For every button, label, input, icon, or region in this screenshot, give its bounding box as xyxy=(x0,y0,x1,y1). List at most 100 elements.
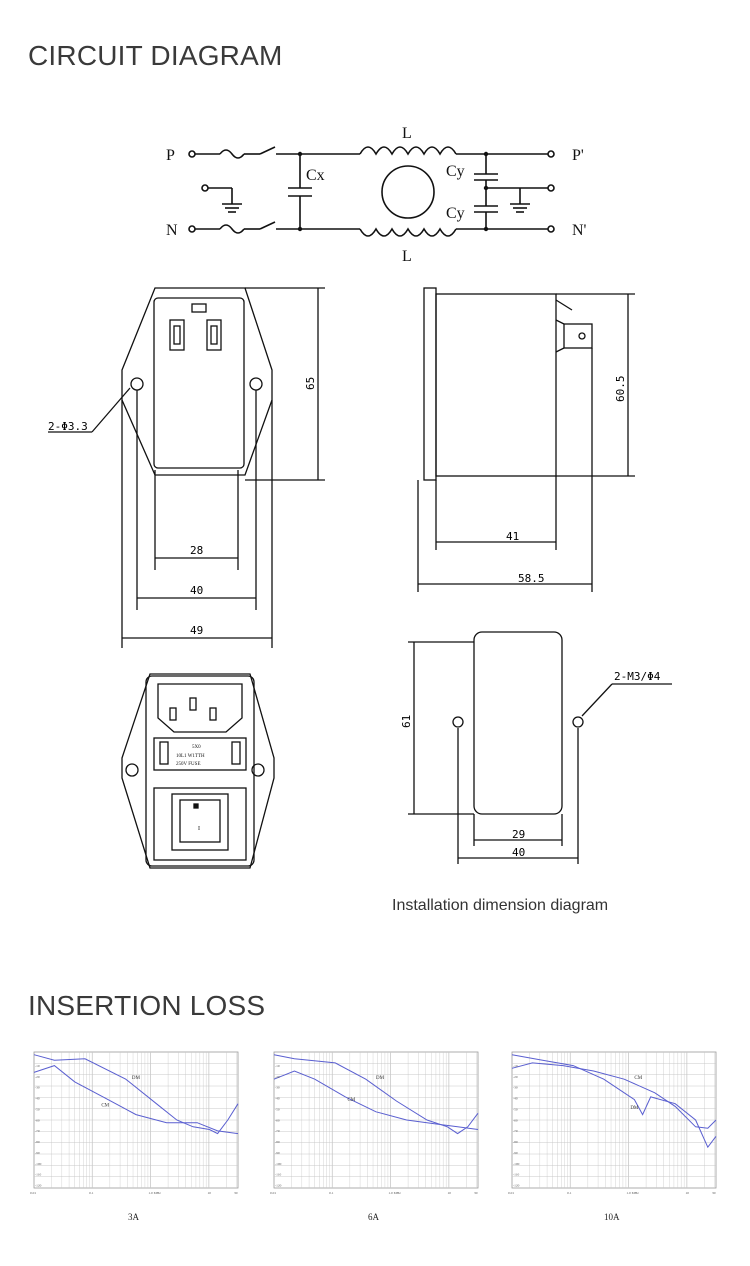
dm-curve xyxy=(273,1054,479,1135)
y-tick-label: -20 xyxy=(35,1075,40,1079)
x-tick-label: 30 xyxy=(712,1191,716,1195)
y-tick-label: -30 xyxy=(513,1086,518,1090)
y-tick-label: -90 xyxy=(513,1151,518,1155)
dim-side-height: 60.5 xyxy=(614,376,627,403)
y-tick-label: -40 xyxy=(35,1097,40,1101)
y-tick-label: -40 xyxy=(275,1097,280,1101)
y-tick-label: -70 xyxy=(275,1129,280,1133)
x-tick-label: 10 xyxy=(207,1191,211,1195)
label-n-out: N' xyxy=(572,222,587,239)
y-tick-label: -30 xyxy=(35,1086,40,1090)
fuse-text-1: 5X0 xyxy=(192,745,201,750)
front-view-drawing: 65 28 40 49 2-Φ3.3 xyxy=(48,287,325,648)
installation-caption: Installation dimension diagram xyxy=(392,897,609,914)
dm-label: DM xyxy=(132,1076,141,1081)
y-tick-label: -80 xyxy=(513,1140,518,1144)
x-tick-label: 1.0 MHz xyxy=(388,1191,401,1195)
y-tick-label: -120 xyxy=(275,1184,282,1188)
label-l-bottom: L xyxy=(402,248,412,265)
y-tick-label: -40 xyxy=(513,1097,518,1101)
x-tick-label: 10 xyxy=(685,1191,689,1195)
y-tick-label: -100 xyxy=(35,1162,42,1166)
y-tick-label: -50 xyxy=(35,1107,40,1111)
y-tick-label: -90 xyxy=(275,1151,280,1155)
y-tick-label: -20 xyxy=(513,1075,518,1079)
dim-bottom-spacing: 40 xyxy=(512,846,525,859)
y-tick-label: -110 xyxy=(275,1173,282,1177)
x-tick-label: 30 xyxy=(234,1191,238,1195)
chart-6a: DM CM -10 -20 -30 -40 -50 -60 -70 -80 -90 -100 -110… xyxy=(270,1051,479,1222)
x-tick-label: 0.1 xyxy=(567,1191,572,1195)
cm-label: CM xyxy=(634,1076,642,1081)
x-tick-label: 0.01 xyxy=(270,1191,276,1195)
chart-3a-caption: 3A xyxy=(128,1212,140,1222)
y-tick-label: -50 xyxy=(275,1107,280,1111)
y-tick-label: -80 xyxy=(35,1140,40,1144)
chart-3a: DM CM -10 -20 -30 -40 -50 -60 -70 -80 -90 -100 -110… xyxy=(30,1051,239,1222)
y-tick-label: -10 xyxy=(513,1064,518,1068)
x-tick-label: 0.1 xyxy=(329,1191,334,1195)
dim-flange-width: 49 xyxy=(190,624,203,637)
label-cx: Cx xyxy=(306,167,325,184)
y-tick-label: -70 xyxy=(513,1129,518,1133)
x-tick-label: 0.01 xyxy=(508,1191,514,1195)
bottom-view-drawing: 61 29 40 2-M3/Φ4 xyxy=(400,631,672,864)
dim-total-depth: 58.5 xyxy=(518,572,545,585)
circuit-schematic: P N P' N' L L Cx Cy Cy xyxy=(166,125,587,265)
label-cy-bottom: Cy xyxy=(446,205,465,222)
dim-bottom-height: 61 xyxy=(400,715,413,728)
y-tick-label: -70 xyxy=(35,1129,40,1133)
y-tick-label: -110 xyxy=(513,1173,520,1177)
dm-curve xyxy=(33,1054,239,1135)
cm-label: CM xyxy=(101,1103,109,1108)
dim-hole-front: 2-Φ3.3 xyxy=(48,420,88,433)
cm-curve xyxy=(511,1062,717,1129)
insertion-loss-title: INSERTION LOSS xyxy=(28,990,266,1021)
dim-hole-spacing: 40 xyxy=(190,584,203,597)
x-tick-label: 0.1 xyxy=(89,1191,94,1195)
y-tick-label: -10 xyxy=(35,1064,40,1068)
y-tick-label: -30 xyxy=(275,1086,280,1090)
y-tick-label: -80 xyxy=(275,1140,280,1144)
fuse-text-3: 250V FUSE xyxy=(176,762,201,767)
label-cy-top: Cy xyxy=(446,163,465,180)
x-tick-label: 1.0 MHz xyxy=(148,1191,161,1195)
chart-10a-caption: 10A xyxy=(604,1212,620,1222)
side-view-drawing: 60.5 41 58.5 xyxy=(417,287,635,592)
dim-mount-hole: 2-M3/Φ4 xyxy=(614,670,661,683)
y-tick-label: -60 xyxy=(35,1118,40,1122)
y-tick-label: -50 xyxy=(513,1107,518,1111)
dm-label: DM xyxy=(376,1076,385,1081)
cm-curve xyxy=(33,1065,239,1135)
y-tick-label: -10 xyxy=(275,1064,280,1068)
y-tick-label: -60 xyxy=(513,1118,518,1122)
fuse-text-2: 10L1 W1TTH xyxy=(176,754,205,759)
dim-body-depth: 41 xyxy=(506,530,519,543)
x-tick-label: 30 xyxy=(474,1191,478,1195)
dim-height-front: 65 xyxy=(304,377,317,390)
dm-curve xyxy=(511,1054,717,1149)
front-panel-drawing: 5X0 10L1 W1TTH 250V FUSE I xyxy=(121,673,275,869)
chart-10a: DM CM -10 -20 -30 -40 -50 -60 -70 -80 -90 -100 -110… xyxy=(508,1051,717,1222)
label-l-top: L xyxy=(402,125,412,142)
cm-label: CM xyxy=(347,1098,355,1103)
dim-inner-width: 28 xyxy=(190,544,203,557)
switch-mark: I xyxy=(198,826,200,832)
y-tick-label: -90 xyxy=(35,1151,40,1155)
dm-label: DM xyxy=(630,1106,639,1111)
y-tick-label: -60 xyxy=(275,1118,280,1122)
label-p-out: P' xyxy=(572,147,584,164)
chart-6a-caption: 6A xyxy=(368,1212,380,1222)
y-tick-label: -120 xyxy=(513,1184,520,1188)
y-tick-label: -100 xyxy=(513,1162,520,1166)
x-tick-label: 1.0 MHz xyxy=(626,1191,639,1195)
label-n: N xyxy=(166,222,178,239)
y-tick-label: -100 xyxy=(275,1162,282,1166)
x-tick-label: 0.01 xyxy=(30,1191,36,1195)
y-tick-label: -20 xyxy=(275,1075,280,1079)
y-tick-label: -120 xyxy=(35,1184,42,1188)
x-tick-label: 10 xyxy=(447,1191,451,1195)
y-tick-label: -110 xyxy=(35,1173,42,1177)
dim-bottom-inner: 29 xyxy=(512,828,525,841)
cm-curve xyxy=(273,1070,479,1130)
